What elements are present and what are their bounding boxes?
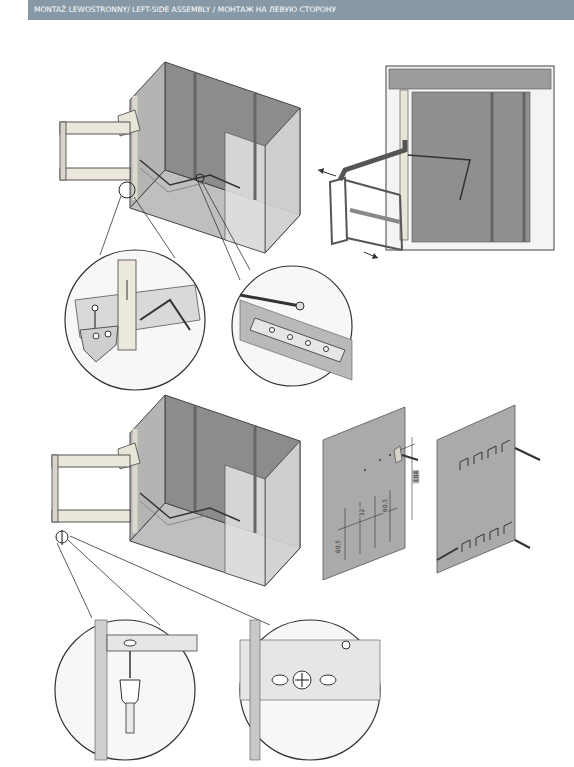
dimension-label: 32	[358, 507, 365, 517]
dimension-label: 60,5	[381, 497, 388, 512]
dimension-label: 60,5	[334, 538, 341, 553]
title-text: MONTAŻ LEWOSTRONNY/ LEFT-SIDE ASSEMBLY /…	[34, 5, 336, 15]
dimension-label: 104	[412, 469, 419, 482]
